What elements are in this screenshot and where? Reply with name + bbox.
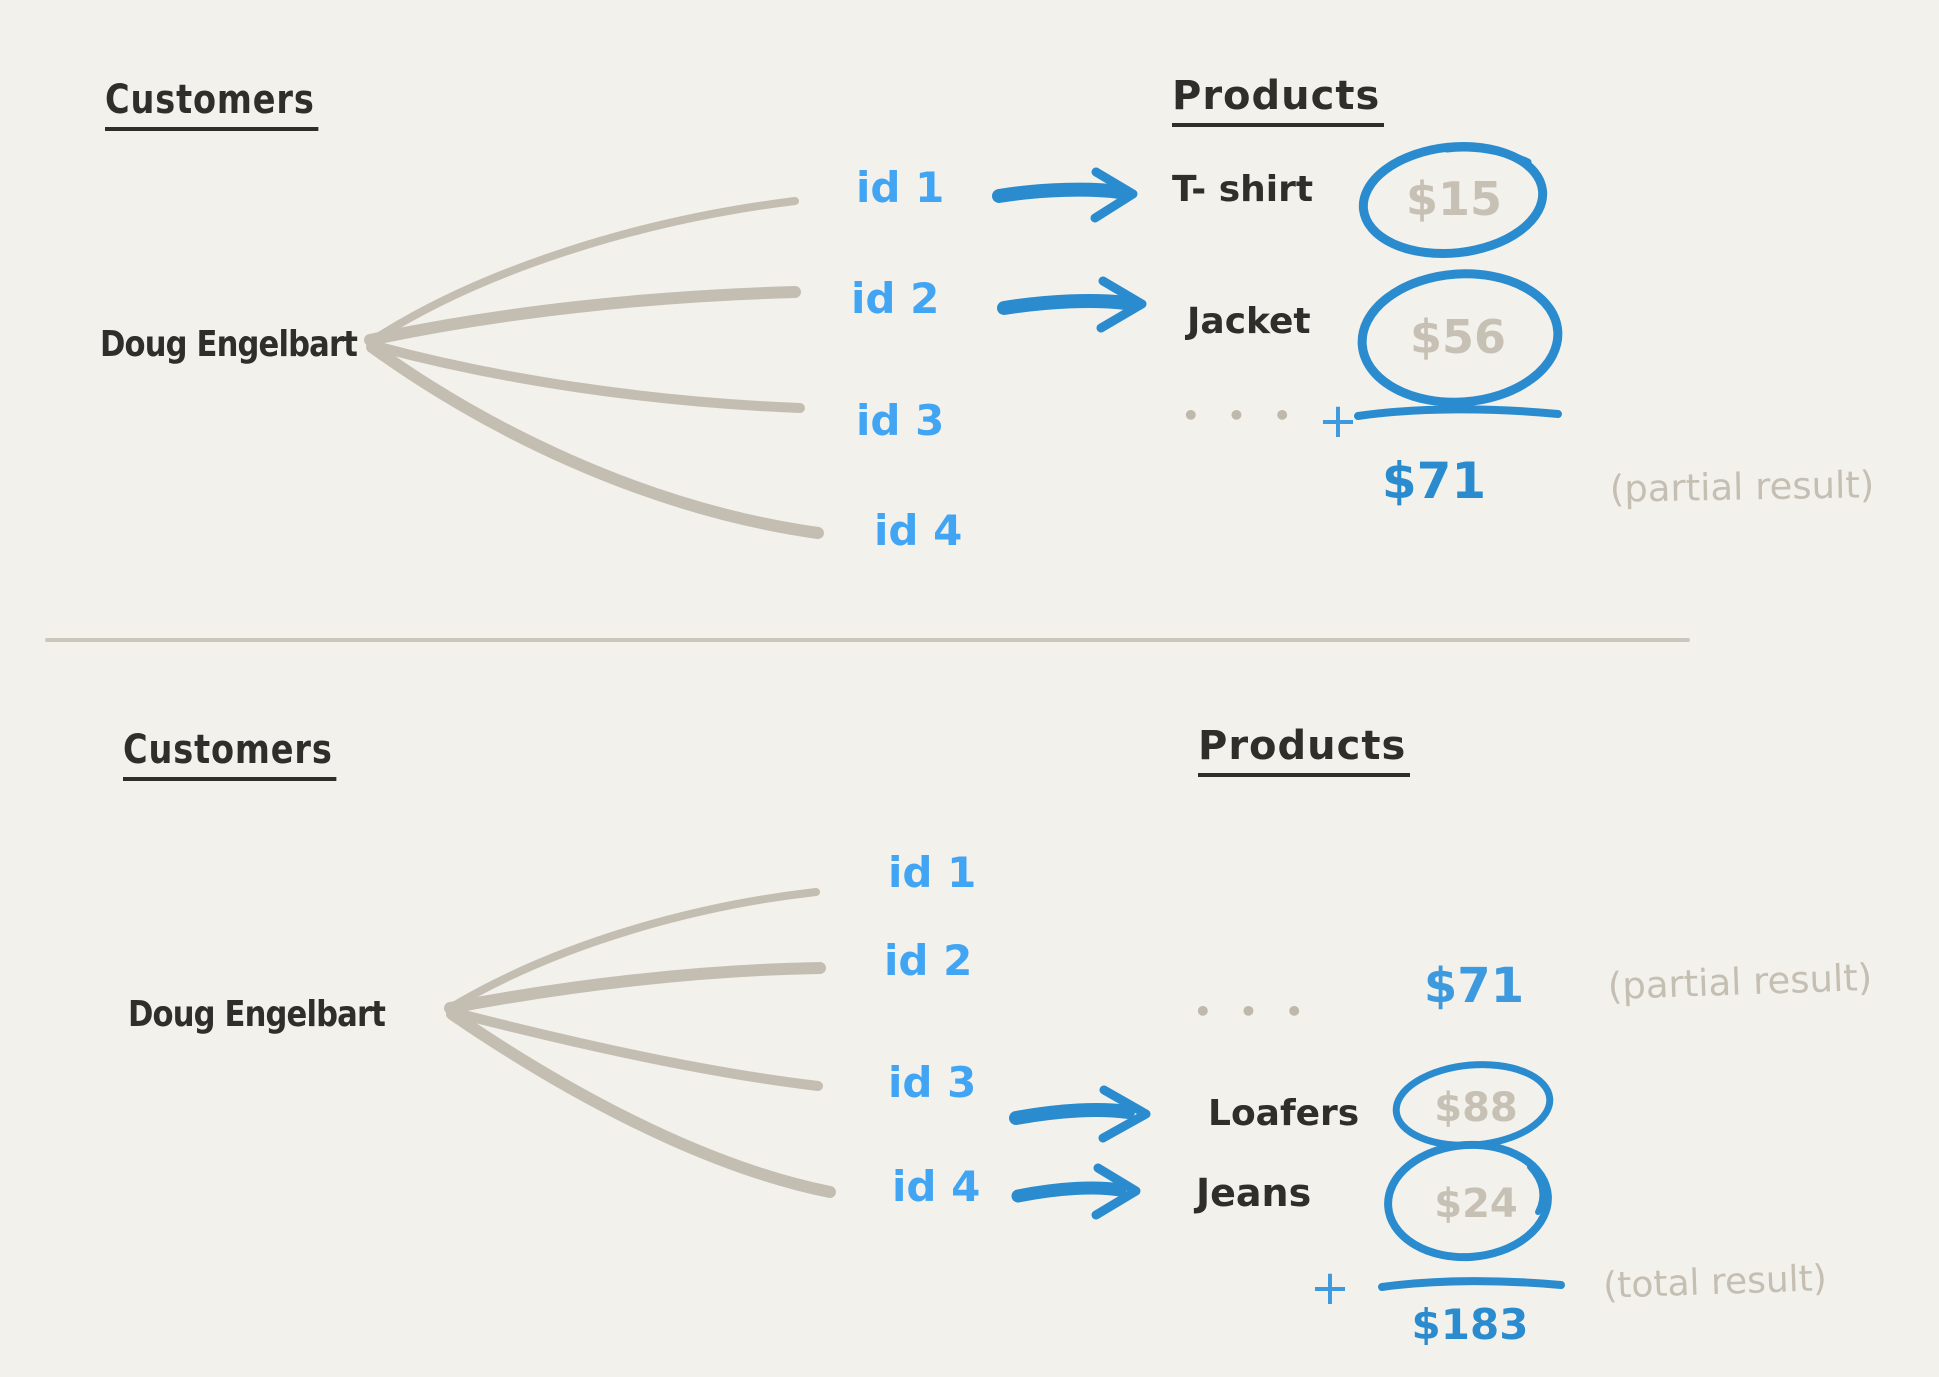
arrow-id3-to-loafers-shaft bbox=[1009, 1103, 1135, 1125]
top-products-heading: Products bbox=[1172, 76, 1385, 127]
bottom-id-3: id 3 bbox=[888, 1058, 977, 1107]
arrow-id3-to-loafers-head bbox=[1098, 1085, 1151, 1143]
top-plus-sign: + bbox=[1317, 393, 1359, 449]
bottom-carried-partial-sum: $71 bbox=[1423, 958, 1525, 1014]
bottom-total-note: (total result) bbox=[1602, 1258, 1828, 1307]
fan-line-top-id4 bbox=[366, 341, 824, 539]
arrow-id1-to-tshirt-head bbox=[1090, 167, 1138, 223]
bottom-price-loafers: $88 bbox=[1434, 1085, 1518, 1131]
top-customer-name: Doug Engelbart bbox=[100, 324, 358, 365]
bottom-customers-heading: Customers bbox=[123, 730, 337, 781]
top-id-3: id 3 bbox=[856, 396, 945, 445]
top-id-4: id 4 bbox=[874, 506, 963, 555]
arrow-id2-to-jacket-shaft bbox=[997, 293, 1133, 315]
top-price-jacket: $56 bbox=[1409, 310, 1507, 364]
arrow-id4-to-jeans-shaft bbox=[1011, 1181, 1127, 1203]
fan-line-top-id2 bbox=[364, 286, 801, 346]
top-id-2: id 2 bbox=[851, 274, 940, 323]
top-id-1: id 1 bbox=[856, 163, 945, 212]
fan-line-top-id1 bbox=[366, 197, 799, 346]
fan-line-bottom-id1 bbox=[446, 888, 820, 1012]
top-product-tshirt: T- shirt bbox=[1172, 169, 1314, 210]
bottom-product-jeans: Jeans bbox=[1196, 1171, 1312, 1215]
top-partial-note: (partial result) bbox=[1609, 463, 1875, 511]
bottom-product-loafers: Loafers bbox=[1208, 1093, 1360, 1134]
bottom-ellipsis: • • • bbox=[1193, 995, 1313, 1028]
bottom-products-heading: Products bbox=[1198, 726, 1411, 777]
bottom-partial-note: (partial result) bbox=[1607, 955, 1873, 1009]
bottom-total-sum: $183 bbox=[1411, 1300, 1529, 1349]
sum-line-bottom bbox=[1378, 1277, 1565, 1291]
top-product-jacket: Jacket bbox=[1187, 301, 1311, 342]
fan-line-bottom-id4 bbox=[446, 1008, 836, 1198]
bottom-id-4: id 4 bbox=[892, 1162, 981, 1211]
top-ellipsis: • • • bbox=[1181, 399, 1301, 432]
bottom-id-1: id 1 bbox=[888, 848, 977, 897]
bottom-customer-name: Doug Engelbart bbox=[128, 994, 386, 1035]
bottom-price-jeans: $24 bbox=[1434, 1181, 1518, 1227]
fan-line-top-id3 bbox=[367, 340, 805, 413]
arrow-id2-to-jacket-head bbox=[1096, 276, 1147, 333]
arrow-id1-to-tshirt-shaft bbox=[992, 182, 1127, 203]
top-partial-sum: $71 bbox=[1381, 452, 1487, 510]
fan-line-bottom-id2 bbox=[444, 962, 826, 1014]
top-price-tshirt: $15 bbox=[1405, 172, 1503, 226]
bottom-id-2: id 2 bbox=[884, 936, 973, 985]
fan-line-bottom-id3 bbox=[447, 1007, 823, 1091]
sum-line-top bbox=[1354, 405, 1562, 420]
top-customers-heading: Customers bbox=[105, 80, 319, 131]
arrow-id4-to-jeans-head bbox=[1091, 1163, 1141, 1220]
bottom-plus-sign: + bbox=[1309, 1260, 1351, 1316]
price-circle-15-tail bbox=[1443, 144, 1532, 166]
price-circle-24-tail bbox=[1527, 1164, 1546, 1215]
